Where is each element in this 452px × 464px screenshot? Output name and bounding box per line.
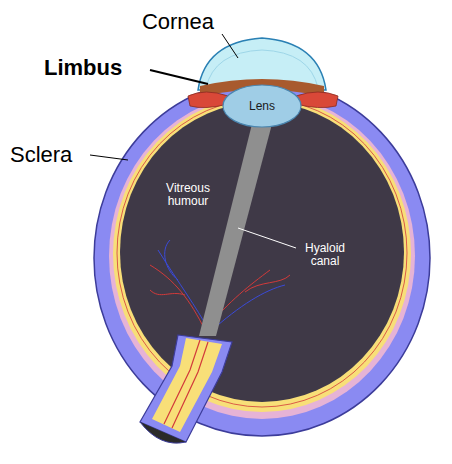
part-label: Lens <box>249 99 275 113</box>
region-label: Vitreous humour <box>153 182 223 208</box>
nerve-cut <box>140 422 186 443</box>
sclera-layer <box>94 80 430 436</box>
optic-nerve <box>152 338 222 432</box>
leader-line <box>222 34 238 58</box>
lens-shape <box>223 85 301 127</box>
retina-layer <box>113 96 411 412</box>
leader-line <box>150 70 208 84</box>
lens-node: Lens <box>227 92 297 120</box>
choroid-layer <box>109 93 415 419</box>
leader-line <box>90 155 128 160</box>
central-vessels <box>164 340 208 428</box>
leader-line <box>238 228 296 248</box>
optic-nerve-sheath <box>140 335 232 442</box>
part-label: Limbus <box>44 56 122 80</box>
iris-right <box>296 92 338 108</box>
iris-left <box>188 92 228 108</box>
part-label: Sclera <box>10 143 72 167</box>
hyaloid-canal <box>199 124 272 336</box>
part-label: Hyaloid canal <box>295 242 355 268</box>
vitreous-body <box>120 102 404 402</box>
part-label: Cornea <box>142 10 214 34</box>
retina-vessel-line <box>117 99 407 407</box>
